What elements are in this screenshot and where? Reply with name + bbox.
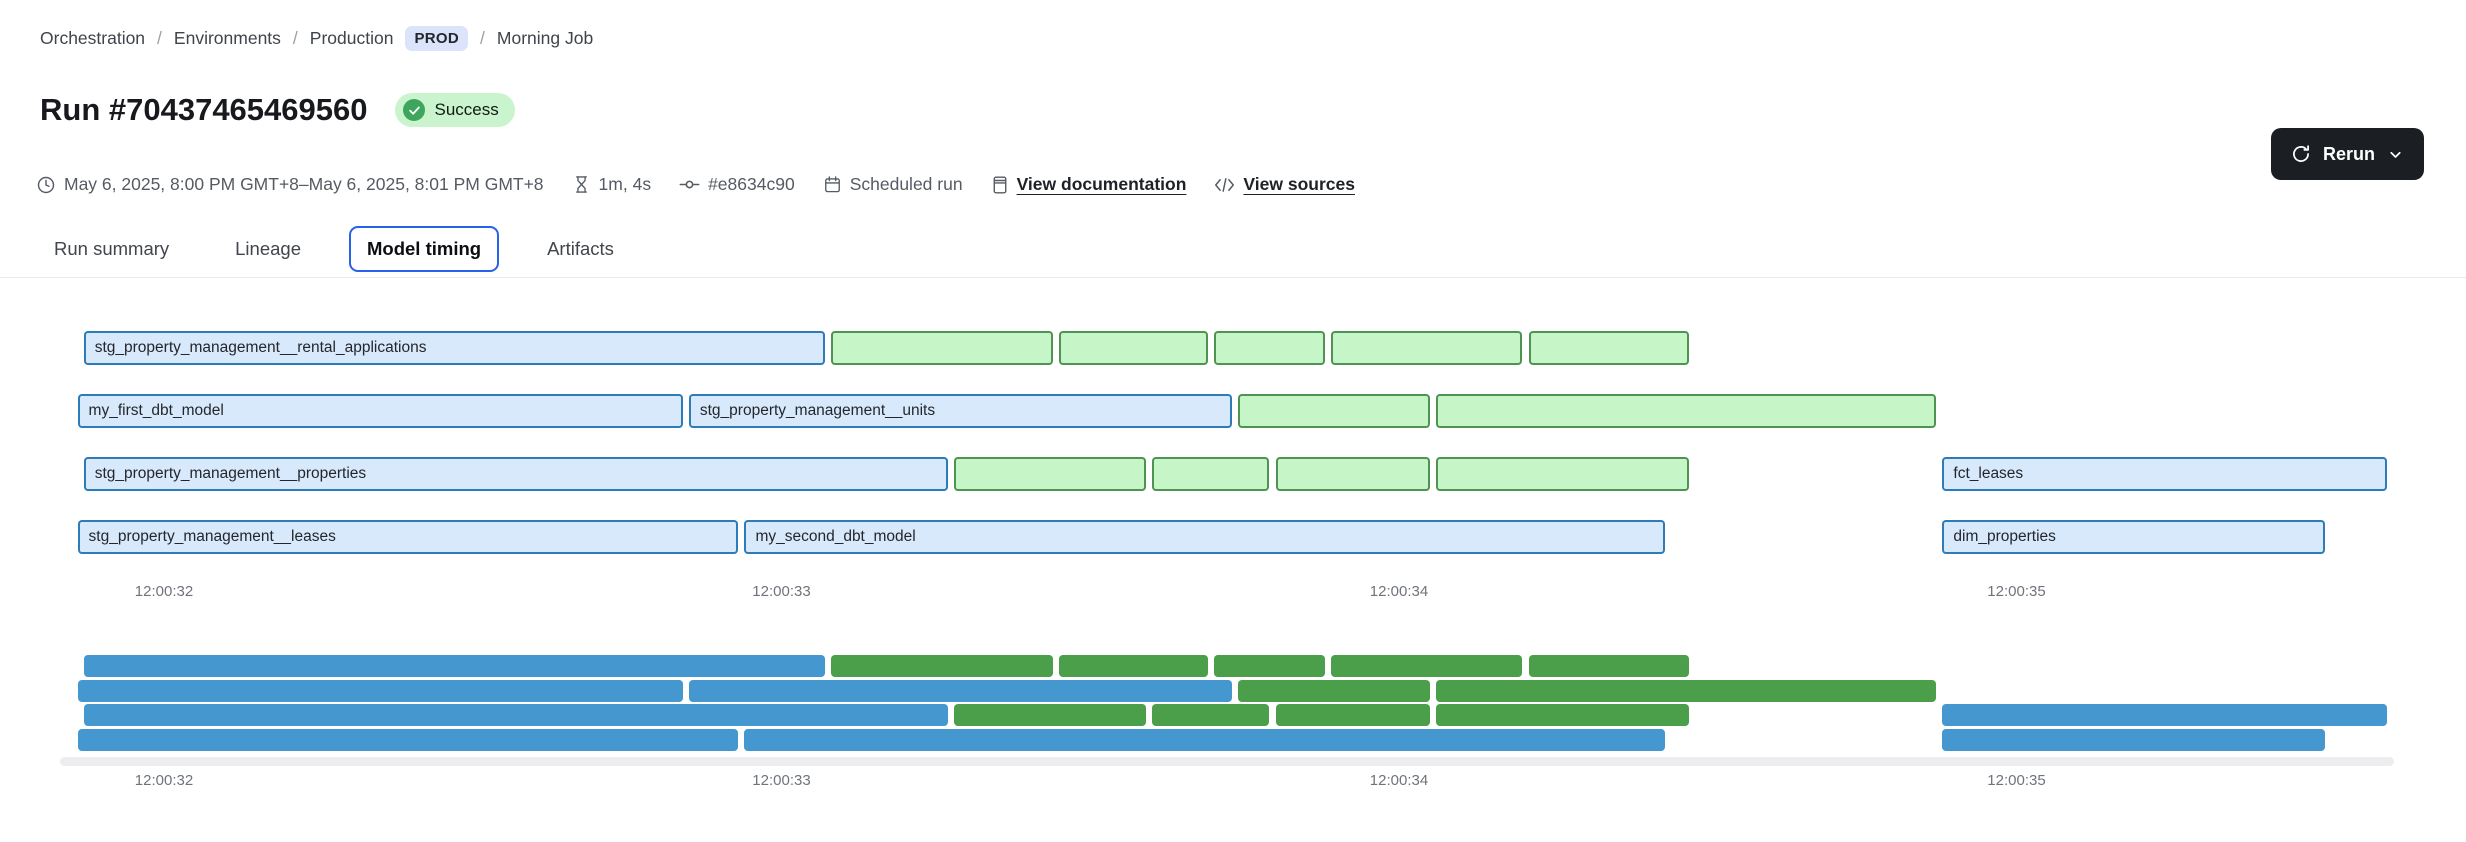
run-time-range-text: May 6, 2025, 8:00 PM GMT+8–May 6, 2025, … (64, 174, 544, 194)
tab-lineage[interactable]: Lineage (235, 238, 301, 259)
minimap-bar (1331, 655, 1523, 677)
run-trigger: Scheduled run (823, 174, 963, 195)
minimap-bar (77, 729, 739, 752)
minimap-bar (1152, 704, 1270, 727)
gantt-bar-my_second_dbt_model[interactable]: my_second_dbt_model (744, 520, 1665, 554)
gantt-bar-fct_leases[interactable]: fct_leases (1942, 457, 2387, 491)
minimap-bar (830, 655, 1054, 677)
run-trigger-text: Scheduled run (849, 174, 963, 194)
gantt-bar-stg_property_management__properties[interactable]: stg_property_management__properties (83, 457, 949, 491)
run-time-range: May 6, 2025, 8:00 PM GMT+8–May 6, 2025, … (36, 174, 544, 195)
minimap-bar (1436, 704, 1690, 727)
minimap-bar (1942, 729, 2326, 752)
gantt-bar[interactable] (1436, 457, 1690, 491)
rerun-button-label: Rerun (2322, 143, 2375, 164)
tab-artifacts[interactable]: Artifacts (547, 238, 614, 259)
tab-bar: Run summary Lineage Model timing Artifac… (36, 226, 632, 272)
tab-model-timing[interactable]: Model timing (348, 226, 500, 272)
breadcrumb-separator: / (480, 28, 485, 48)
view-documentation: View documentation (991, 174, 1187, 195)
run-commit: #e8634c90 (679, 174, 795, 195)
breadcrumb-environments[interactable]: Environments (173, 28, 281, 48)
gantt-bar[interactable] (1436, 394, 1937, 428)
code-icon (1214, 176, 1235, 194)
tab-bar-divider (0, 277, 2466, 278)
gantt-bar-my_first_dbt_model[interactable]: my_first_dbt_model (77, 394, 683, 428)
breadcrumb-separator: / (292, 28, 298, 48)
check-icon (403, 99, 426, 121)
breadcrumb: Orchestration / Environments / Productio… (40, 26, 593, 51)
title-row: Run #70437465469560 Success (40, 92, 515, 128)
minimap-bar (83, 655, 825, 677)
prod-environment-badge: PROD (405, 26, 469, 51)
minimap-bar (1942, 704, 2387, 727)
minimap-bar (954, 704, 1146, 727)
gantt-bar[interactable] (1238, 394, 1430, 428)
minimap-bar (1275, 704, 1430, 727)
breadcrumb-production[interactable]: Production (309, 28, 394, 48)
minimap-bar (744, 729, 1665, 752)
gantt-bar[interactable] (1213, 331, 1325, 365)
gantt-bar[interactable] (1331, 331, 1523, 365)
hourglass-icon (572, 175, 591, 194)
minimap-bar (1213, 655, 1325, 677)
clock-icon (36, 175, 56, 195)
breadcrumb-orchestration[interactable]: Orchestration (40, 28, 146, 48)
axis-tick-label: 12:00:32 (134, 772, 194, 789)
document-icon (991, 175, 1009, 195)
axis-tick-label: 12:00:32 (134, 583, 194, 600)
axis-tick-label: 12:00:33 (752, 772, 811, 789)
gantt-bar[interactable] (954, 457, 1146, 491)
gantt-bar[interactable] (1275, 457, 1430, 491)
minimap-bar (77, 679, 683, 702)
gantt-bar-dim_properties[interactable]: dim_properties (1942, 520, 2326, 554)
rerun-button[interactable]: Rerun (2270, 128, 2424, 180)
axis-tick-label: 12:00:35 (1987, 772, 2046, 789)
calendar-icon (823, 175, 842, 194)
page-title: Run #70437465469560 (40, 92, 368, 127)
breadcrumb-morning-job[interactable]: Morning Job (496, 28, 594, 48)
gantt-bar-stg_property_management__rental_applications[interactable]: stg_property_management__rental_applicat… (83, 331, 825, 365)
minimap-bar (1238, 679, 1430, 702)
minimap-bar (1436, 679, 1937, 702)
view-documentation-link[interactable]: View documentation (1016, 174, 1187, 194)
chevron-down-icon (2387, 146, 2404, 163)
minimap-bar (83, 704, 949, 727)
minimap-bar (688, 679, 1233, 702)
axis-tick-label: 12:00:33 (752, 583, 811, 600)
gantt-bar[interactable] (1152, 457, 1270, 491)
status-badge: Success (395, 93, 515, 127)
axis-tick-label: 12:00:34 (1369, 583, 1429, 600)
run-commit-text: #e8634c90 (708, 174, 795, 194)
gantt-bar[interactable] (830, 331, 1054, 365)
axis-tick-label: 12:00:35 (1987, 583, 2046, 600)
minimap-bar (1059, 655, 1208, 677)
refresh-icon (2291, 144, 2311, 164)
breadcrumb-separator: / (157, 28, 162, 48)
gantt-bar-stg_property_management__leases[interactable]: stg_property_management__leases (77, 520, 739, 554)
commit-icon (679, 174, 700, 195)
minimap-scroll-track[interactable] (60, 757, 2394, 766)
gantt-bar[interactable] (1528, 331, 1690, 365)
status-badge-label: Success (434, 100, 499, 119)
axis-tick-label: 12:00:34 (1369, 772, 1429, 789)
run-duration-text: 1m, 4s (598, 174, 652, 194)
view-sources-link[interactable]: View sources (1243, 174, 1355, 194)
gantt-bar-stg_property_management__units[interactable]: stg_property_management__units (688, 394, 1233, 428)
minimap-bar (1528, 655, 1690, 677)
tab-run-summary[interactable]: Run summary (54, 238, 170, 259)
run-duration: 1m, 4s (572, 174, 652, 195)
gantt-bar[interactable] (1059, 331, 1208, 365)
view-sources: View sources (1214, 174, 1355, 195)
run-meta-row: May 6, 2025, 8:00 PM GMT+8–May 6, 2025, … (36, 174, 1355, 195)
